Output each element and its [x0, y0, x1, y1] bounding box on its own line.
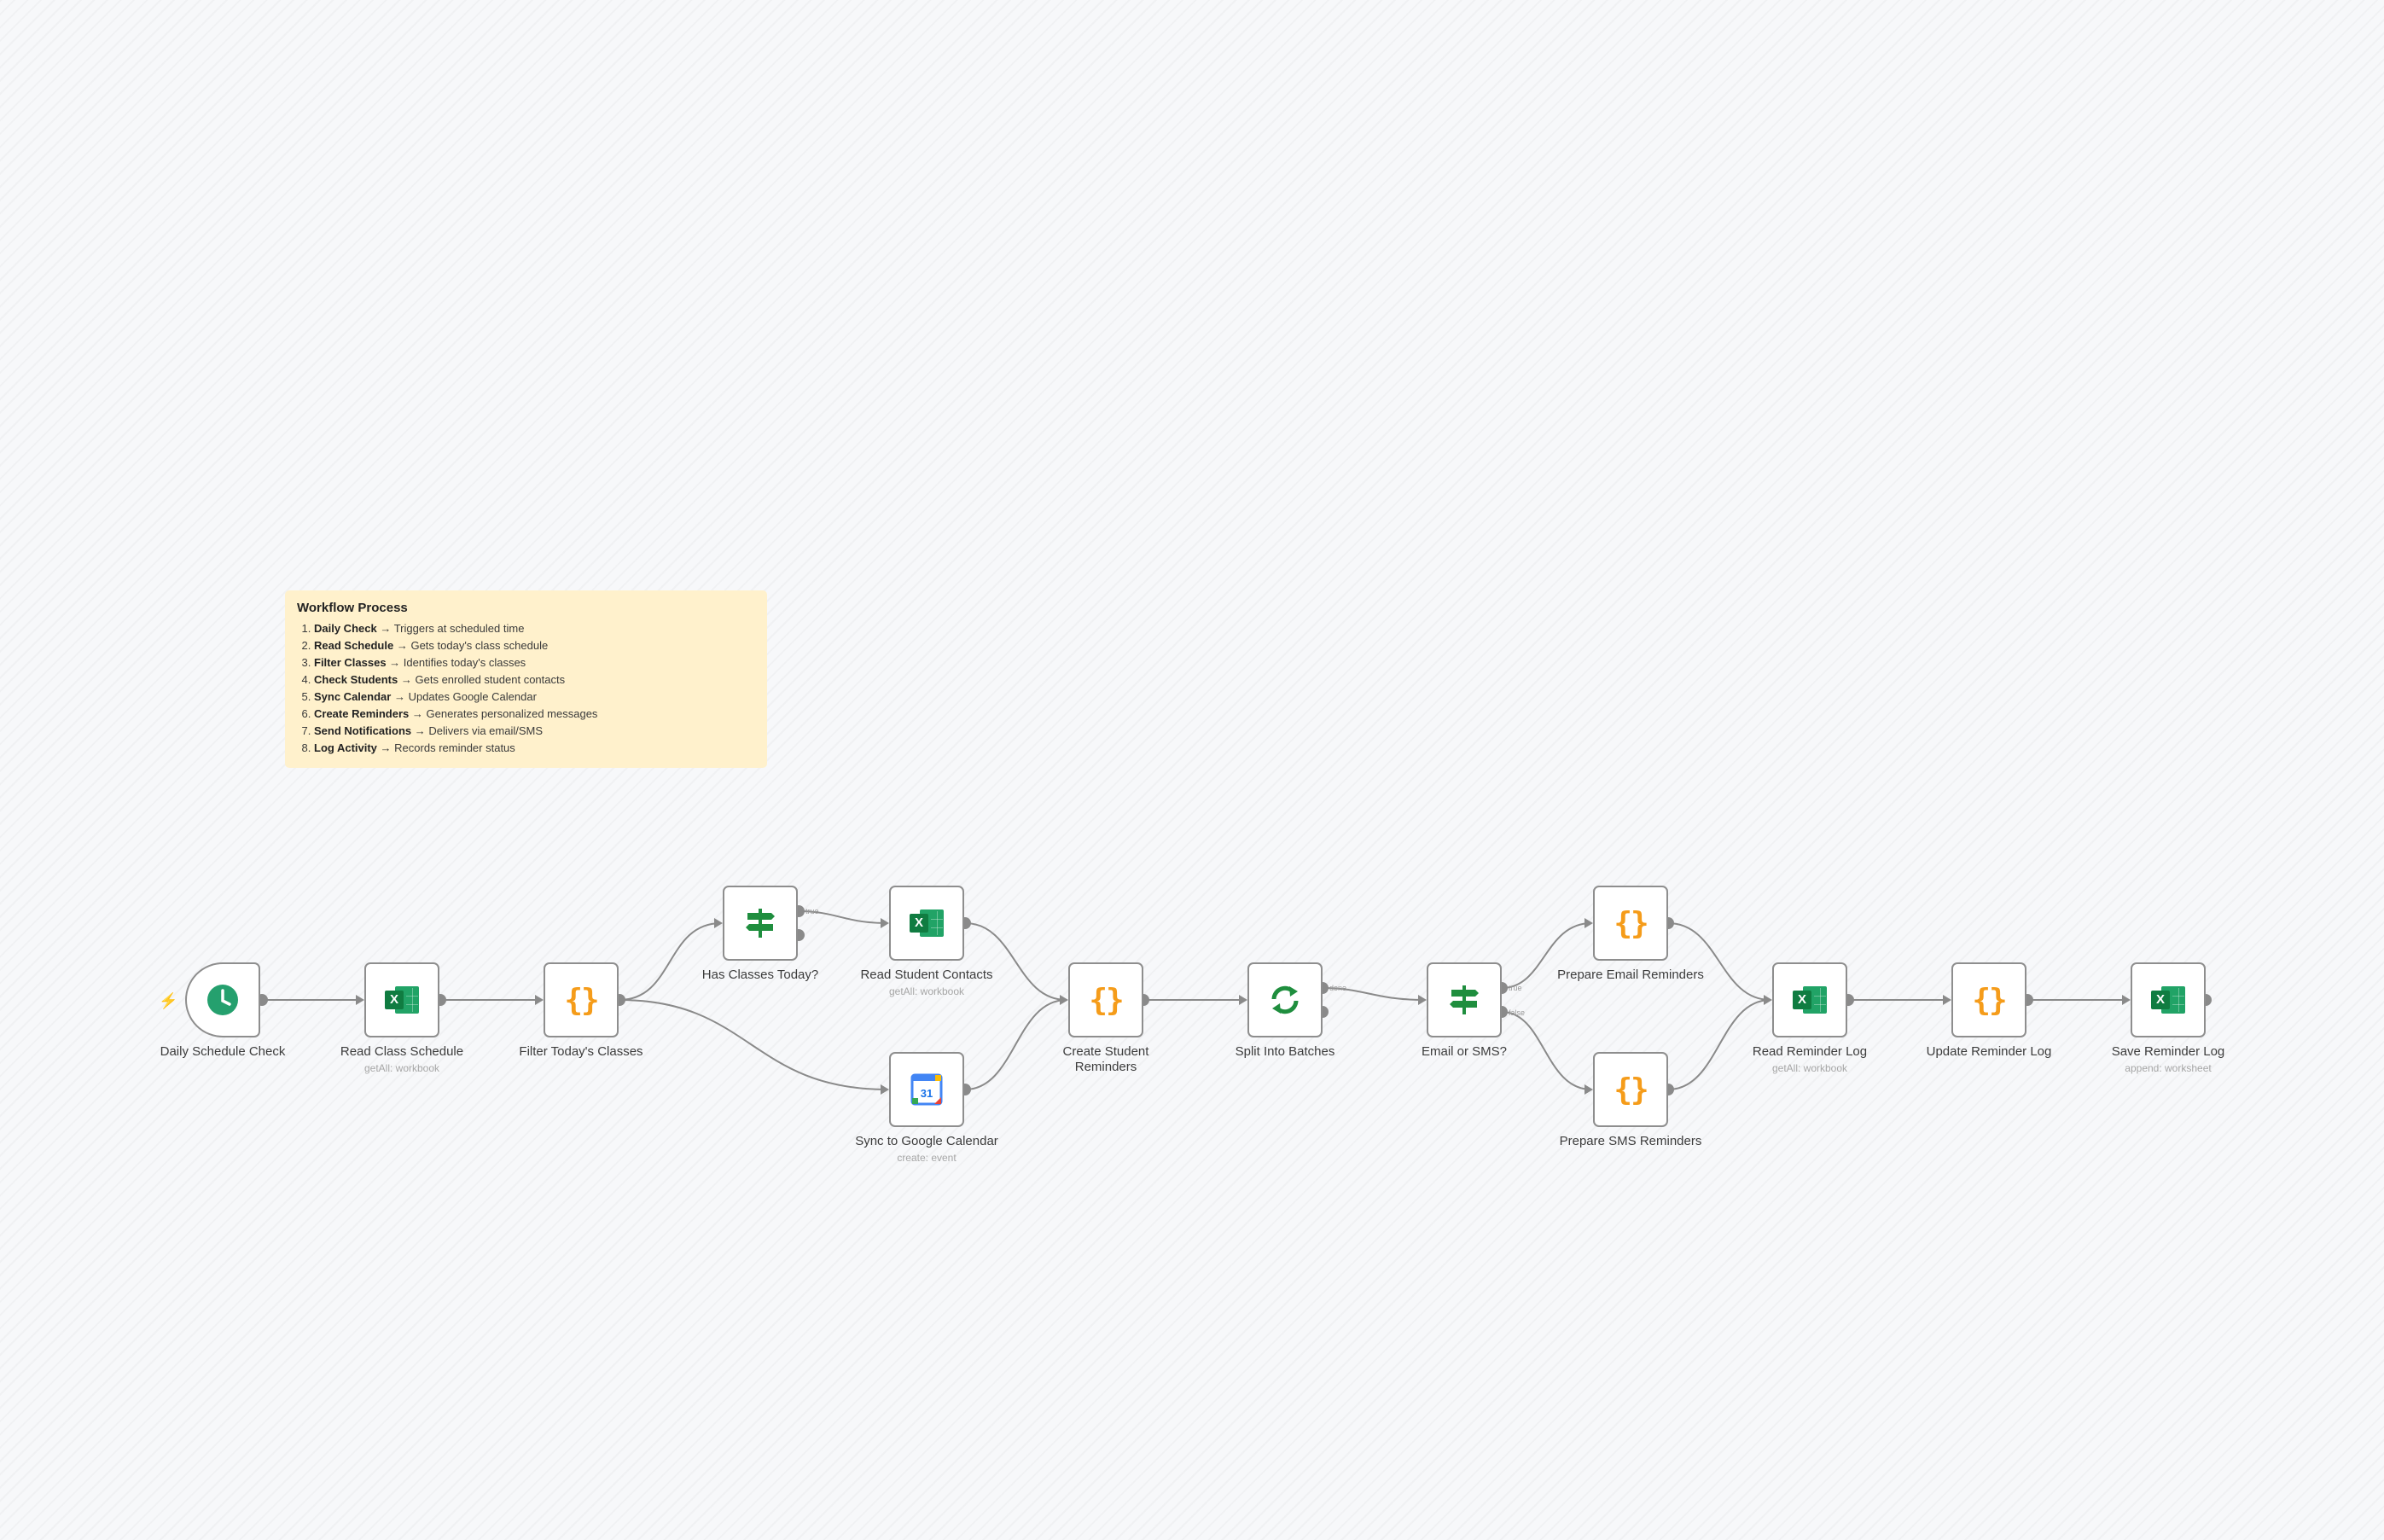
node-subtitle: getAll: workbook — [888, 985, 965, 997]
node-label: Read Reminder Log — [1752, 1044, 1868, 1059]
svg-text:31: 31 — [921, 1087, 933, 1100]
code-icon: {} — [1614, 905, 1648, 941]
note-title: Workflow Process — [297, 601, 408, 615]
note-step: Send Notifications → Delivers via email/… — [314, 723, 755, 740]
arrowhead-prepare-sms — [1584, 1084, 1593, 1095]
if-signpost-icon — [1447, 983, 1481, 1017]
arrowhead-read-schedule — [356, 995, 364, 1005]
node-update-reminder-log[interactable]: {} — [1951, 962, 2026, 1037]
connection-filter-to-sync-calendar — [619, 999, 888, 1090]
arrowhead-split — [1239, 995, 1247, 1005]
connection-sync-calendar-to-create-reminders — [964, 999, 1067, 1090]
node-split-into-batches[interactable] — [1247, 962, 1323, 1037]
arrowhead-has-classes — [714, 918, 723, 928]
code-icon: {} — [1972, 982, 2007, 1018]
node-filter-todays-classes[interactable]: {} — [544, 962, 619, 1037]
note-step: Sync Calendar → Updates Google Calendar — [314, 689, 755, 706]
if-signpost-icon — [743, 906, 777, 940]
connection-has-classes-to-read-contacts — [798, 910, 888, 924]
trigger-bolt-icon: ⚡ — [159, 992, 178, 1009]
google-calendar-icon: 31 — [910, 1072, 944, 1107]
arrowhead-filter — [535, 995, 544, 1005]
node-subtitle: getAll: workbook — [363, 1062, 440, 1074]
node-label: Has Classes Today? — [701, 968, 819, 982]
node-label: Filter Today's Classes — [519, 1044, 643, 1059]
connection-split-to-email-or-sms — [1322, 987, 1426, 1001]
node-create-student-reminders[interactable]: {} — [1068, 962, 1143, 1037]
node-read-class-schedule[interactable]: X — [364, 962, 439, 1037]
note-step: Filter Classes → Identifies today's clas… — [314, 654, 755, 671]
node-label: Read Class Schedule — [340, 1044, 464, 1059]
node-label: Sync to Google Calendar — [855, 1134, 998, 1148]
arrowhead-prepare-email — [1584, 918, 1593, 928]
node-label: Save Reminder Log — [2111, 1044, 2225, 1059]
arrowhead-update-log — [1943, 995, 1951, 1005]
node-daily-schedule-check[interactable] — [185, 962, 260, 1037]
arrowhead-read-log — [1764, 995, 1772, 1005]
connection-filter-to-has-classes — [619, 922, 722, 1001]
node-email-or-sms[interactable] — [1427, 962, 1502, 1037]
excel-icon: X — [910, 908, 944, 939]
arrowhead-create-reminders — [1060, 995, 1068, 1005]
code-icon: {} — [1614, 1072, 1648, 1107]
note-step: Log Activity → Records reminder status — [314, 740, 755, 757]
connection-prepare-sms-to-read-log — [1667, 999, 1771, 1090]
node-label: Create Student Reminders — [1062, 1044, 1149, 1074]
note-step: Check Students → Gets enrolled student c… — [314, 671, 755, 689]
note-step: Create Reminders → Generates personalize… — [314, 706, 755, 723]
node-prepare-sms-reminders[interactable]: {} — [1593, 1052, 1668, 1127]
arrowhead-read-contacts — [881, 918, 889, 928]
node-label: Daily Schedule Check — [160, 1044, 286, 1059]
connection-email-or-sms-to-prepare-email — [1501, 922, 1592, 989]
connection-email-or-sms-to-prepare-sms — [1501, 1011, 1592, 1090]
sticky-note[interactable]: Workflow Process Daily Check → Triggers … — [285, 590, 767, 768]
node-read-reminder-log[interactable]: X — [1772, 962, 1847, 1037]
branch-label-has-classes-true: true — [805, 907, 819, 915]
node-subtitle: append: worksheet — [2125, 1062, 2212, 1074]
arrowhead-email-or-sms — [1418, 995, 1427, 1005]
code-icon: {} — [564, 982, 599, 1018]
node-subtitle: getAll: workbook — [1771, 1062, 1848, 1074]
node-label: Prepare SMS Reminders — [1559, 1134, 1702, 1148]
excel-icon: X — [2151, 985, 2185, 1015]
arrowhead-save-log — [2122, 995, 2131, 1005]
node-label: Split Into Batches — [1235, 1044, 1335, 1059]
branch-label-email-or-sms-false: false — [1509, 1008, 1525, 1017]
arrowhead-sync-calendar — [881, 1084, 889, 1095]
code-icon: {} — [1089, 982, 1124, 1018]
node-label: Update Reminder Log — [1926, 1044, 2052, 1059]
node-label: Read Student Contacts — [860, 968, 993, 982]
node-save-reminder-log[interactable]: X — [2131, 962, 2206, 1037]
node-read-student-contacts[interactable]: X — [889, 886, 964, 961]
excel-icon: X — [385, 985, 419, 1015]
node-label: Prepare Email Reminders — [1557, 968, 1704, 982]
node-sync-google-calendar[interactable]: 31 — [889, 1052, 964, 1127]
branch-label-email-or-sms-true: true — [1509, 984, 1522, 992]
loop-icon — [1267, 982, 1303, 1018]
connection-prepare-email-to-read-log — [1667, 922, 1771, 1001]
node-label: Email or SMS? — [1421, 1044, 1508, 1059]
note-step: Read Schedule → Gets today's class sched… — [314, 637, 755, 654]
node-prepare-email-reminders[interactable]: {} — [1593, 886, 1668, 961]
node-subtitle: create: event — [897, 1152, 957, 1164]
note-step: Daily Check → Triggers at scheduled time — [314, 620, 755, 637]
excel-icon: X — [1793, 985, 1827, 1015]
clock-icon — [206, 983, 240, 1017]
branch-label-split-done: done — [1329, 984, 1346, 992]
note-steps-list: Daily Check → Triggers at scheduled time… — [297, 620, 755, 757]
connection-read-contacts-to-create-reminders — [964, 922, 1067, 1001]
node-has-classes-today[interactable] — [723, 886, 798, 961]
